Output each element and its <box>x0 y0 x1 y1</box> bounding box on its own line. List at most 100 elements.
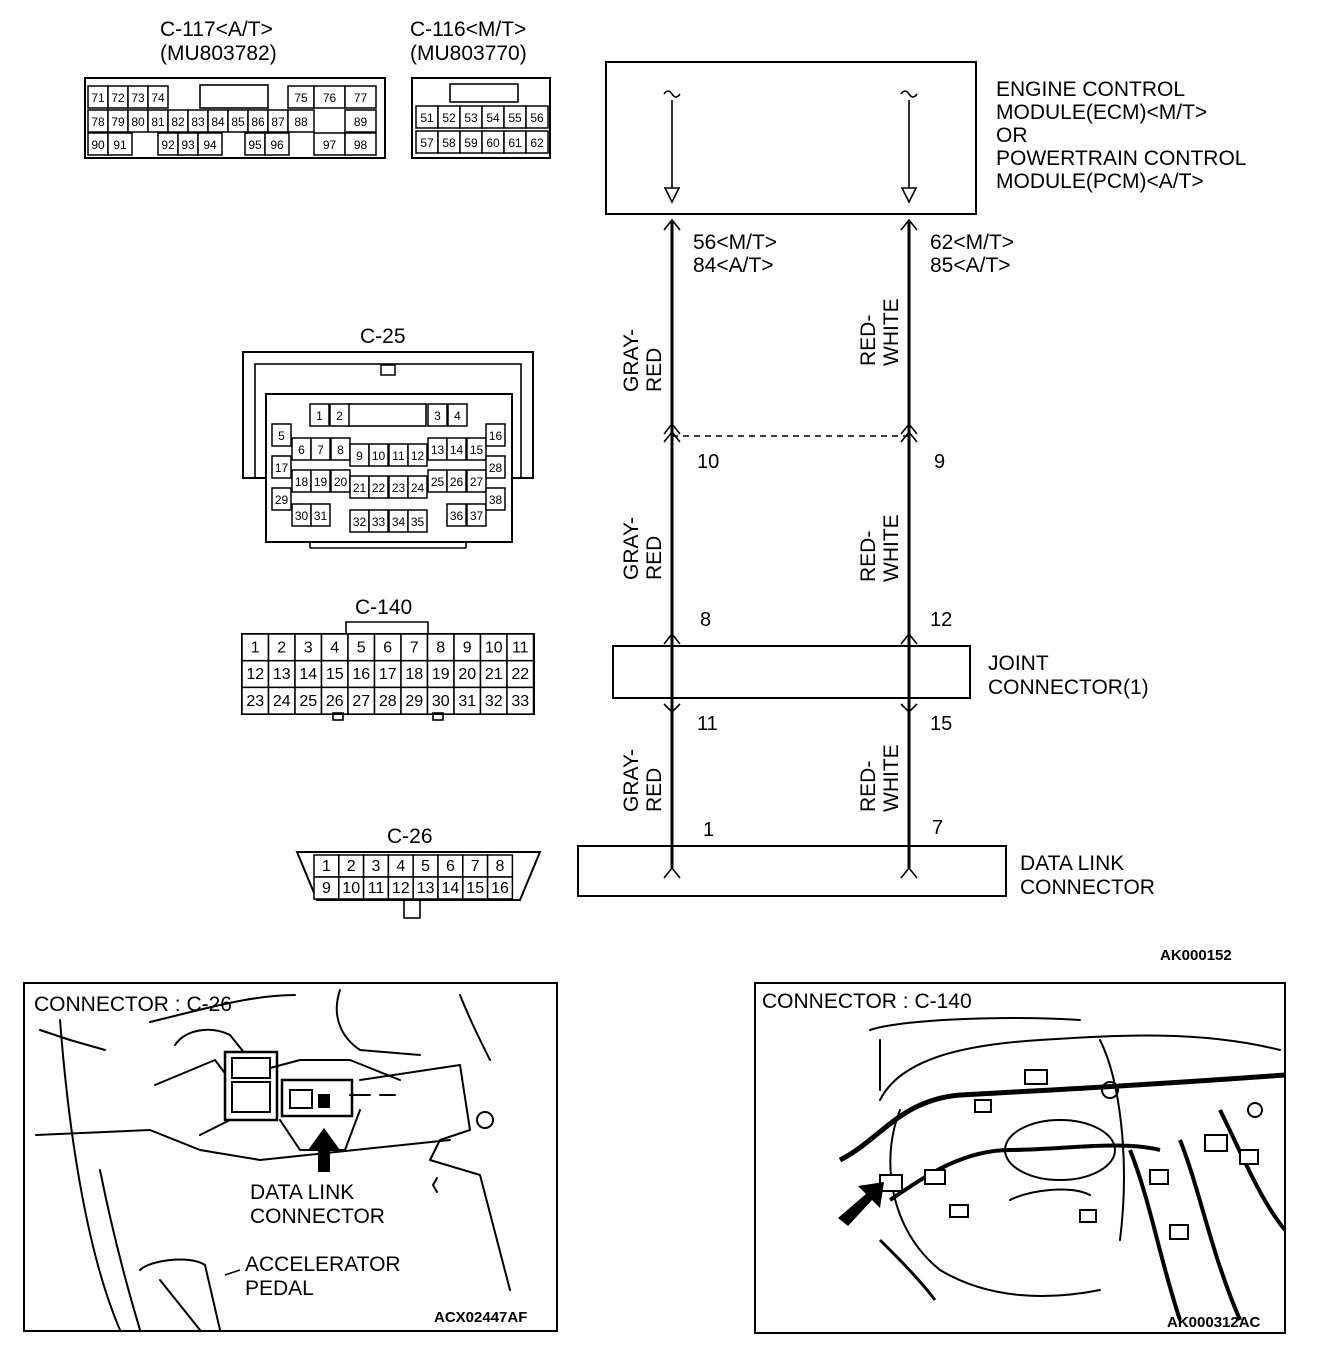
pin-label: 56 <box>530 111 544 125</box>
pin-label: 5 <box>357 639 366 656</box>
pin-cell <box>466 469 487 493</box>
pin-cell <box>373 686 402 715</box>
pin-cell <box>329 403 350 427</box>
pin-cell <box>506 633 535 662</box>
pin-label: 33 <box>372 515 386 529</box>
right-dlc-pin: 7 <box>932 817 943 839</box>
right-color-2-seg2: WHITE <box>880 514 903 582</box>
pin-label: 11 <box>368 880 385 897</box>
left-ecm-pin-1: 56<M/T> <box>693 231 777 254</box>
pin-label: 14 <box>442 880 460 897</box>
ecm-line-3: OR <box>996 124 1028 147</box>
pin-label: 32 <box>485 693 503 710</box>
pin-label: 28 <box>379 693 397 710</box>
pin-cell <box>310 437 331 461</box>
pin-label: 30 <box>432 693 450 710</box>
panel-left-title: CONNECTOR : C-26 <box>34 993 232 1016</box>
c117-name: C-117<A/T> <box>160 18 273 41</box>
pin-label: 85 <box>231 115 245 129</box>
panel-c140-location: CONNECTOR : C-140 AK000312AC <box>754 982 1287 1334</box>
pin-cell <box>446 437 467 461</box>
pin-label: 20 <box>458 666 476 683</box>
right-jc-out-pin: 15 <box>930 713 952 735</box>
pin-label: 83 <box>191 115 205 129</box>
right-jc-in-pin: 12 <box>930 609 952 631</box>
pin-label: 60 <box>486 136 500 150</box>
pin-label: 18 <box>295 475 309 489</box>
left-ecm-pin-2: 84<A/T> <box>693 254 774 277</box>
pin-label: 23 <box>392 481 406 495</box>
pin-cell <box>368 443 389 467</box>
pin-cell <box>107 132 133 156</box>
pin-label: 13 <box>417 880 435 897</box>
pin-label: 9 <box>356 449 363 463</box>
pin-label: 10 <box>485 639 503 656</box>
pin-label: 82 <box>171 115 185 129</box>
pin-label: 80 <box>131 115 145 129</box>
pin-label: 2 <box>336 409 343 423</box>
pin-label: 54 <box>486 111 500 125</box>
pin-label: 9 <box>463 639 472 656</box>
pin-cell <box>466 437 487 461</box>
dlc-line1: DATA LINK <box>1020 852 1124 875</box>
c116-key <box>449 83 519 103</box>
pin-label: 13 <box>273 666 291 683</box>
ecm-line-5: MODULE(PCM)<A/T> <box>996 170 1204 193</box>
pin-cell <box>368 509 389 533</box>
pin-cell <box>426 633 455 662</box>
left-c25-pin: 10 <box>697 451 719 473</box>
pin-cell <box>407 509 428 533</box>
pin-label: 17 <box>379 666 397 683</box>
wire-right: 62<M/T> 85<A/T> RED- WHITE RED- WHITE RE… <box>857 218 1014 879</box>
pin-label: 2 <box>347 858 356 875</box>
panel-left-frame <box>23 982 558 1332</box>
pin-label: 23 <box>246 693 264 710</box>
left-color-1-seg1: GRAY- <box>620 329 643 392</box>
pin-label: 15 <box>326 666 344 683</box>
pin-cell <box>344 85 377 109</box>
pin-label: 20 <box>334 475 348 489</box>
c116-part: (MU803770) <box>410 42 527 65</box>
pin-cell <box>446 469 467 493</box>
pin-label: 1 <box>322 858 331 875</box>
pin-cell <box>400 659 429 689</box>
wire-left: 56<M/T> 84<A/T> GRAY- RED GRAY- RED GRAY… <box>620 218 777 879</box>
pin-cell <box>344 109 377 133</box>
ecm-line-1: ENGINE CONTROL <box>996 78 1185 101</box>
pin-cell <box>310 469 331 493</box>
pin-cell <box>407 443 428 467</box>
pin-cell <box>320 686 349 715</box>
pin-label: 87 <box>271 115 285 129</box>
ecm-line-4: POWERTRAIN CONTROL <box>996 147 1246 170</box>
pin-label: 4 <box>330 639 339 656</box>
pin-label: 88 <box>294 115 308 129</box>
pin-label: 97 <box>323 138 337 152</box>
pin-label: 61 <box>508 136 522 150</box>
pin-label: 22 <box>372 481 386 495</box>
pin-label: 73 <box>131 91 145 105</box>
pin-label: 94 <box>203 138 217 152</box>
left-color-2-seg2: RED <box>643 536 666 580</box>
pin-cell <box>453 686 482 715</box>
pin-label: 25 <box>431 475 445 489</box>
pin-label: 93 <box>181 138 195 152</box>
pin-label: 96 <box>270 138 284 152</box>
panel-right-title: CONNECTOR : C-140 <box>762 990 972 1013</box>
right-color-2-seg1: WHITE <box>880 298 903 366</box>
pin-label: 36 <box>450 509 464 523</box>
data-link-connector: DATA LINK CONNECTOR <box>577 845 1155 899</box>
left-dlc-pin: 1 <box>703 819 714 841</box>
ecm-module: ENGINE CONTROL MODULE(ECM)<M/T> OR POWER… <box>605 61 1246 215</box>
ecm-box <box>605 61 977 215</box>
pin-label: 12 <box>411 449 425 463</box>
pin-label: 11 <box>392 449 405 463</box>
pin-cell <box>485 455 506 479</box>
c116-name: C-116<M/T> <box>410 18 526 41</box>
pin-cell <box>485 487 506 511</box>
pin-label: 7 <box>317 443 324 457</box>
